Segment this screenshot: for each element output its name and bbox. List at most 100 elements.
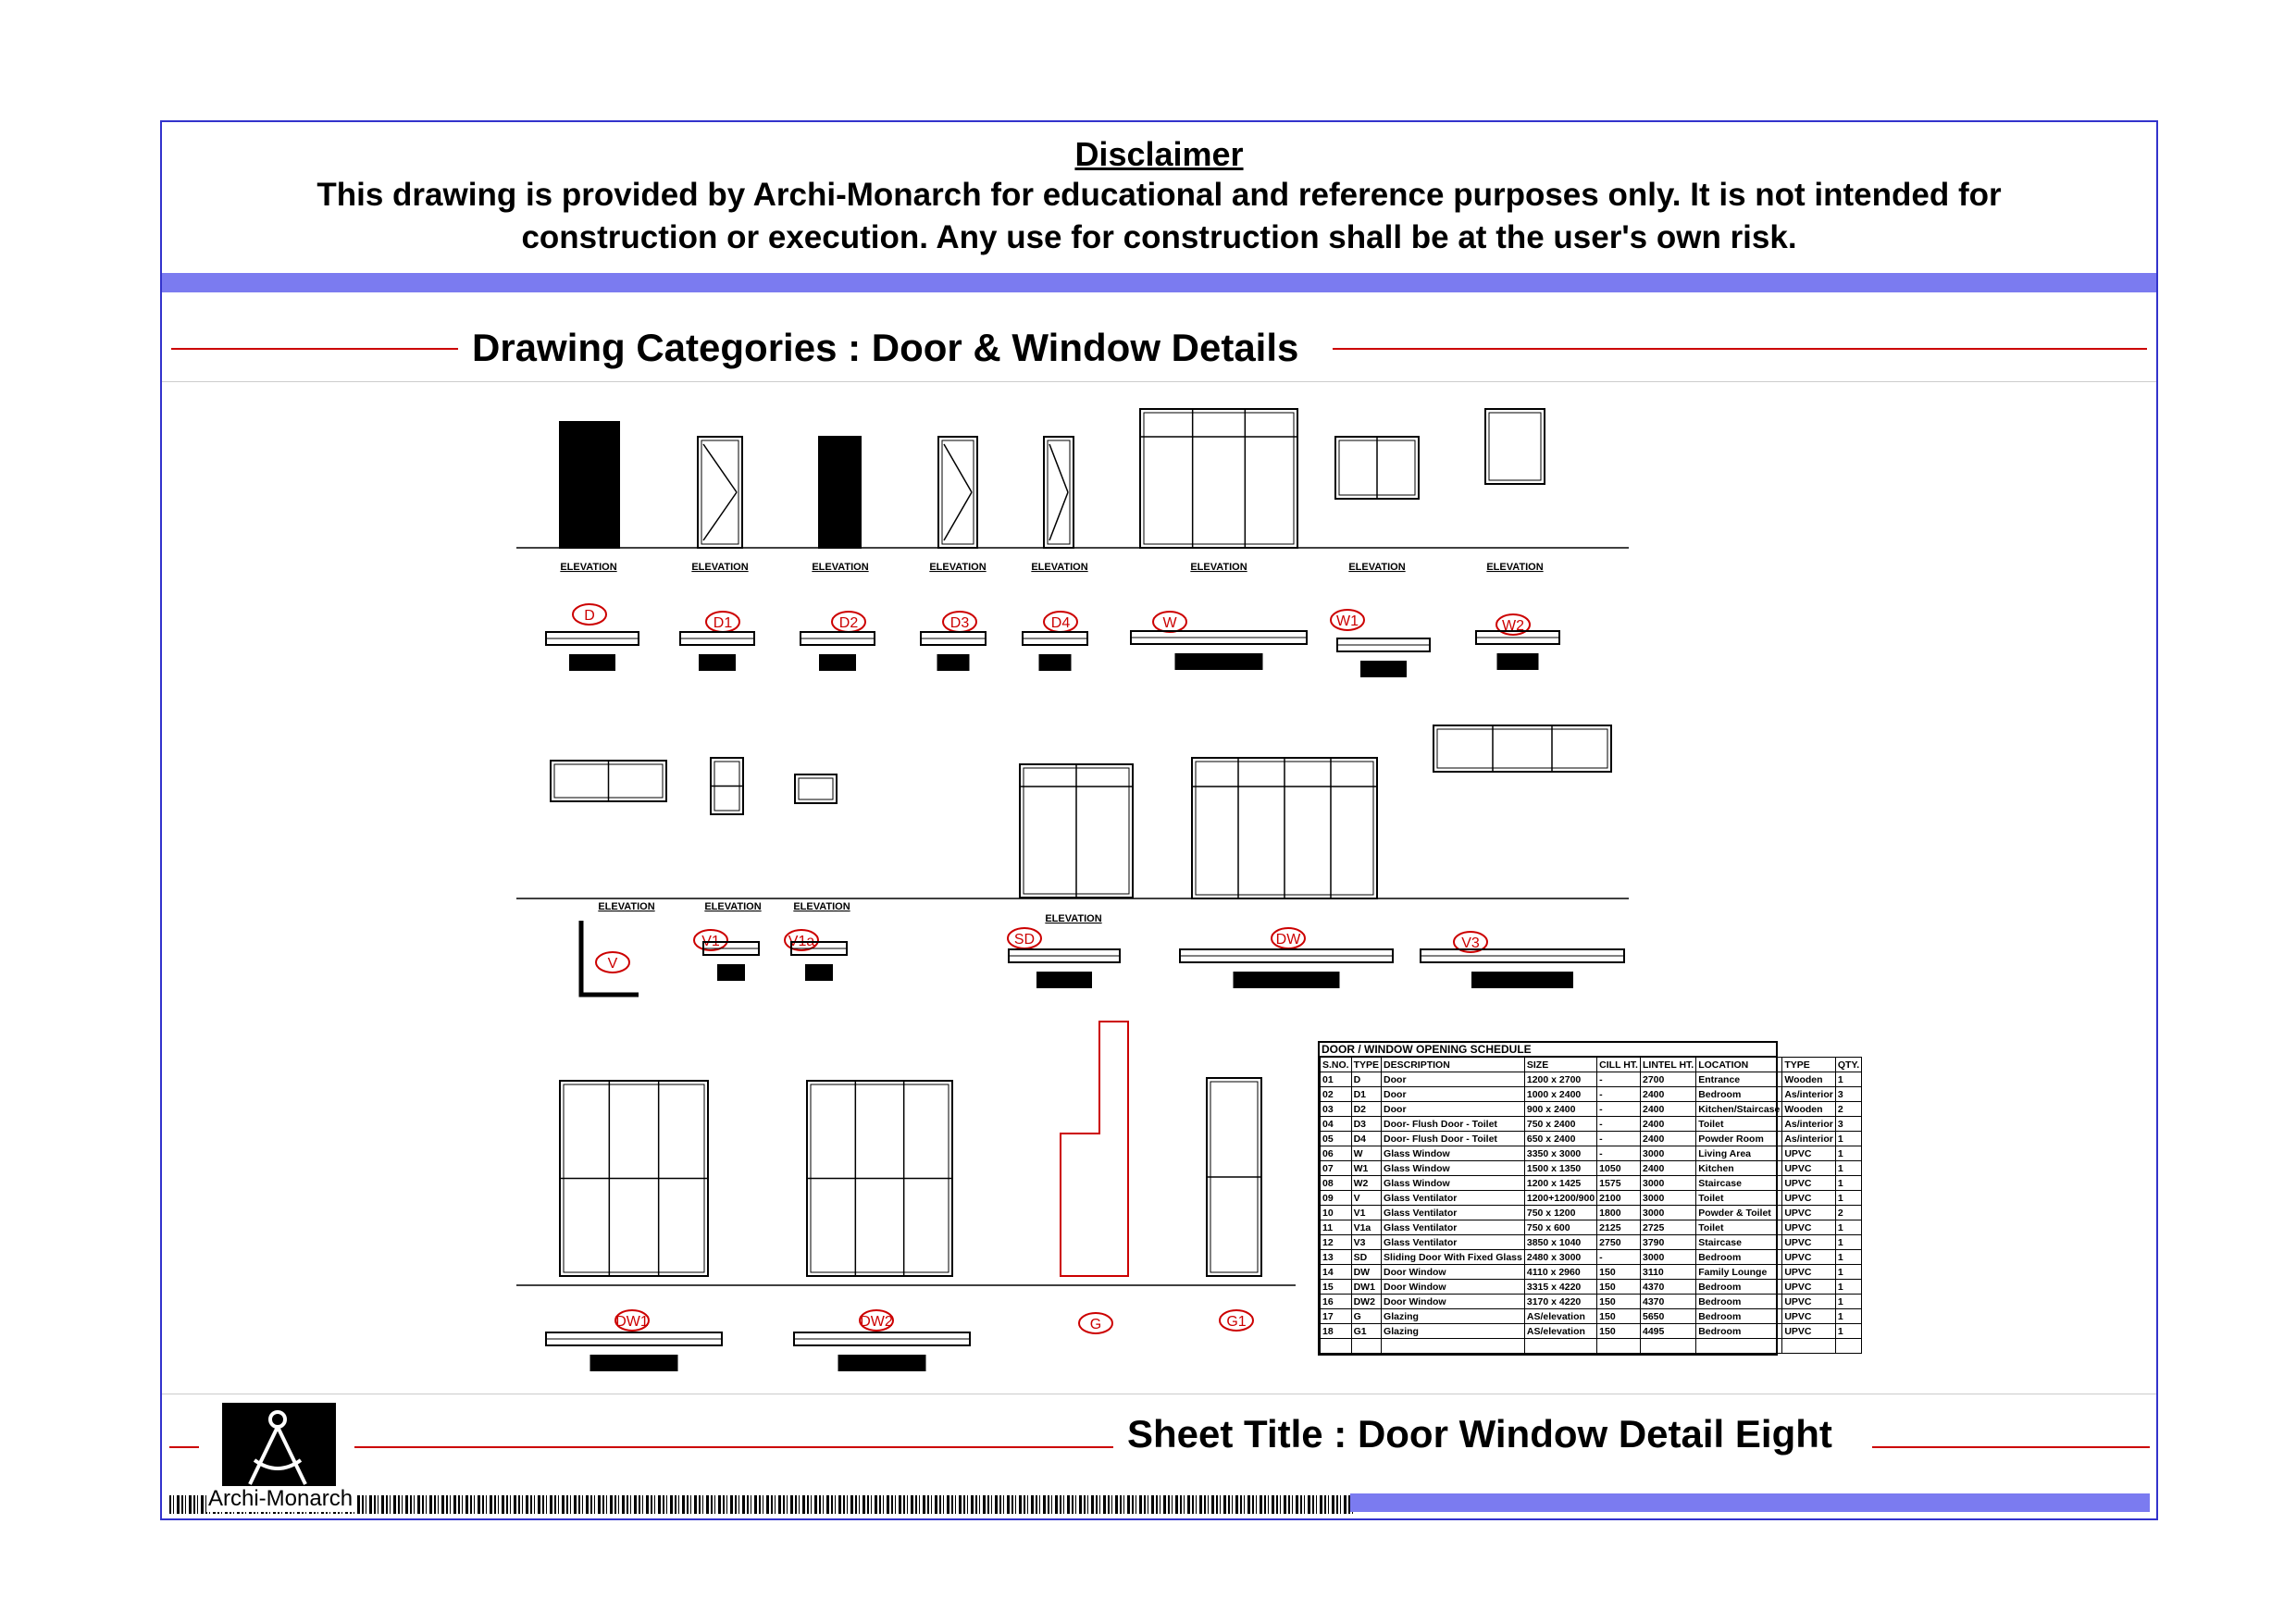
schedule-cell: 2400 [1639, 1131, 1697, 1146]
schedule-cell: 09 [1320, 1190, 1352, 1206]
schedule-cell: Sliding Door With Fixed Glass [1381, 1249, 1525, 1265]
schedule-cell: UPVC [1781, 1234, 1836, 1250]
schedule-cell: V [1350, 1190, 1383, 1206]
elevation-label: ELEVATION [598, 901, 654, 912]
tag-d4: D4 [1043, 611, 1078, 633]
tag-sd: SD [1007, 927, 1042, 949]
elevation-label: ELEVATION [560, 562, 616, 573]
schedule-cell: G [1350, 1308, 1383, 1324]
opening-schedule: DOOR / WINDOW OPENING SCHEDULE S.NO.TYPE… [1318, 1041, 1863, 1356]
schedule-cell: 3315 x 4220 [1523, 1279, 1598, 1295]
tag-label: G1 [1226, 1314, 1246, 1330]
drawing-line [1049, 491, 1069, 541]
schedule-cell: 3350 x 3000 [1523, 1146, 1598, 1161]
schedule-cell: 08 [1320, 1175, 1352, 1191]
schedule-cell: 1 [1834, 1234, 1863, 1250]
schedule-cell: Living Area [1695, 1146, 1783, 1161]
schedule-cell: - [1596, 1131, 1641, 1146]
schedule-cell [1695, 1338, 1783, 1354]
schedule-header: S.NO. [1320, 1057, 1352, 1072]
schedule-cell: DW1 [1350, 1279, 1383, 1295]
tag-label: D1 [714, 615, 733, 631]
tag-label: G [1090, 1317, 1101, 1332]
schedule-cell: - [1596, 1146, 1641, 1161]
elevation-label: ELEVATION [929, 562, 986, 573]
schedule-cell: 11 [1320, 1220, 1352, 1235]
schedule-cell: 3110 [1639, 1264, 1697, 1280]
schedule-cell: 2400 [1639, 1160, 1697, 1176]
schedule-cell: - [1596, 1116, 1641, 1132]
schedule-cell: 1 [1834, 1160, 1863, 1176]
tag-g1: G1 [1219, 1309, 1254, 1332]
schedule-cell: Staircase [1695, 1234, 1783, 1250]
schedule-cell: 150 [1596, 1294, 1641, 1309]
schedule-cell: - [1596, 1101, 1641, 1117]
schedule-cell: Wooden [1781, 1072, 1836, 1087]
schedule-cell [1639, 1338, 1697, 1354]
schedule-cell: Wooden [1781, 1101, 1836, 1117]
schedule-cell: 4495 [1639, 1323, 1697, 1339]
tag-v3: V3 [1453, 931, 1488, 953]
schedule-cell: 1200 x 1425 [1523, 1175, 1598, 1191]
rule-left [171, 348, 458, 350]
elevation-label: ELEVATION [704, 901, 761, 912]
drawing-line [702, 491, 738, 541]
schedule-cell: Glass Ventilator [1381, 1220, 1525, 1235]
schedule-cell: Door- Flush Door - Toilet [1381, 1116, 1525, 1132]
schedule-cell: Kitchen/Staircase [1695, 1101, 1783, 1117]
schedule-cell: UPVC [1781, 1190, 1836, 1206]
schedule-cell: 3170 x 4220 [1523, 1294, 1598, 1309]
schedule-cell: Door [1381, 1086, 1525, 1102]
schedule-cell: Glazing [1381, 1323, 1525, 1339]
schedule-cell: 2750 [1596, 1234, 1641, 1250]
schedule-cell: D3 [1350, 1116, 1383, 1132]
tag-label: D3 [950, 615, 970, 631]
tag-label: V3 [1461, 935, 1480, 951]
schedule-cell: - [1596, 1249, 1641, 1265]
tag-v1a: V1a [784, 929, 819, 951]
door-window-dw2-elevation [806, 1080, 953, 1277]
elevation-label: ELEVATION [1486, 562, 1543, 573]
schedule-cell: - [1596, 1086, 1641, 1102]
glazing-g-elevation [1060, 1021, 1129, 1277]
schedule-cell: AS/elevation [1523, 1323, 1598, 1339]
schedule-cell: Staircase [1695, 1175, 1783, 1191]
schedule-cell: Bedroom [1695, 1086, 1783, 1102]
schedule-cell: W1 [1350, 1160, 1383, 1176]
schedule-cell: 1 [1834, 1190, 1863, 1206]
tag-w: W [1152, 611, 1187, 633]
schedule-cell: 1575 [1596, 1175, 1641, 1191]
schedule-cell: 18 [1320, 1323, 1352, 1339]
schedule-cell [1350, 1338, 1383, 1354]
schedule-cell: Door [1381, 1101, 1525, 1117]
sliding-door-sd-elevation [1019, 763, 1134, 898]
schedule-cell: Door Window [1381, 1294, 1525, 1309]
schedule-cell: 02 [1320, 1086, 1352, 1102]
ventilator-v3-plan [1420, 948, 1625, 988]
drawing-line [1049, 443, 1069, 493]
door-window-dw-plan [1179, 948, 1394, 988]
schedule-cell: 5650 [1639, 1308, 1697, 1324]
schedule-cell: UPVC [1781, 1146, 1836, 1161]
schedule-cell: W2 [1350, 1175, 1383, 1191]
schedule-header: LOCATION [1695, 1057, 1783, 1072]
schedule-cell: 1200 x 2700 [1523, 1072, 1598, 1087]
schedule-cell: V1 [1350, 1205, 1383, 1220]
disclaimer-title: Disclaimer [1074, 135, 1244, 173]
schedule-cell: D1 [1350, 1086, 1383, 1102]
schedule-cell: 3000 [1639, 1190, 1697, 1206]
schedule-cell: As/interior [1781, 1131, 1836, 1146]
schedule-cell: 14 [1320, 1264, 1352, 1280]
schedule-cell: Entrance [1695, 1072, 1783, 1087]
schedule-cell: Powder & Toilet [1695, 1205, 1783, 1220]
ventilator-v1-elevation [710, 757, 744, 815]
schedule-cell: Glazing [1381, 1308, 1525, 1324]
schedule-cell: UPVC [1781, 1160, 1836, 1176]
